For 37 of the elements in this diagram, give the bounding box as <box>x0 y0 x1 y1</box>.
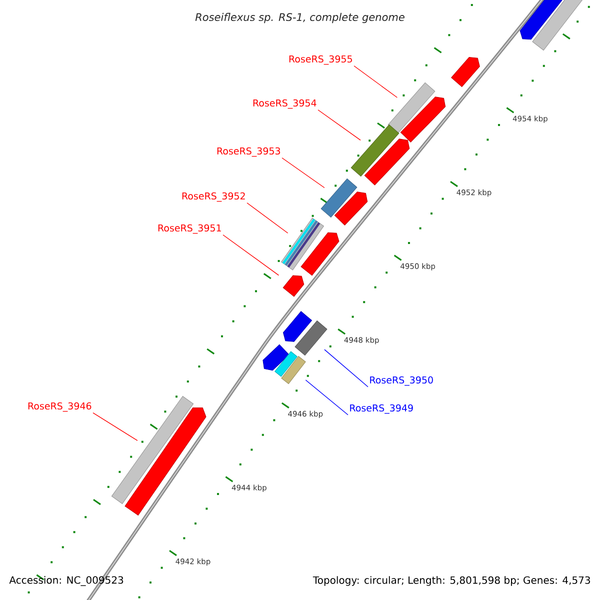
gene-bar <box>320 178 358 218</box>
gene-bar <box>294 320 328 356</box>
gene-label: RoseRS_3954 <box>253 99 316 109</box>
pointed-gene-block <box>282 275 304 297</box>
gene-label: RoseRS_3951 <box>158 224 221 234</box>
leader-line <box>92 412 138 441</box>
leader-line <box>354 66 398 98</box>
pointed-gene-block <box>282 311 312 342</box>
pointed-gene-block <box>451 56 480 88</box>
gene-label: RoseRS_3952 <box>182 192 245 202</box>
leader-line <box>246 202 288 234</box>
pointed-gene-block <box>520 0 562 40</box>
leader-line <box>305 380 348 416</box>
gene-label: RoseRS_3946 <box>28 402 92 412</box>
gene-label: RoseRS_3950 <box>370 376 433 386</box>
leader-line <box>222 234 280 276</box>
gene-label: RoseRS_3955 <box>289 55 352 65</box>
pointed-gene-block <box>124 407 206 516</box>
pointed-gene-block <box>300 232 340 276</box>
leader-line <box>282 158 325 188</box>
gene-label: RoseRS_3949 <box>350 404 413 414</box>
accession-text: Accession: NC_009523 <box>9 576 124 586</box>
gene-bar <box>274 351 298 377</box>
leader-line <box>318 110 361 141</box>
pointed-gene-block <box>400 96 446 142</box>
gene-bar <box>532 0 584 50</box>
genome-info-text: Topology: circular; Length: 5,801,598 bp; Genes: 4,573 <box>312 576 590 586</box>
pointed-gene-block <box>364 138 410 186</box>
title: Roseiflexus sp. RS-1, complete genome <box>195 12 404 24</box>
leader-line <box>324 349 368 388</box>
gene-bar <box>111 396 194 504</box>
gene-bar <box>388 82 436 134</box>
pointed-gene-block <box>262 344 290 371</box>
pointed-gene-block <box>334 192 368 226</box>
gene-label: RoseRS_3953 <box>217 147 280 157</box>
gene-bar <box>281 356 306 384</box>
gene-bar <box>350 124 400 177</box>
